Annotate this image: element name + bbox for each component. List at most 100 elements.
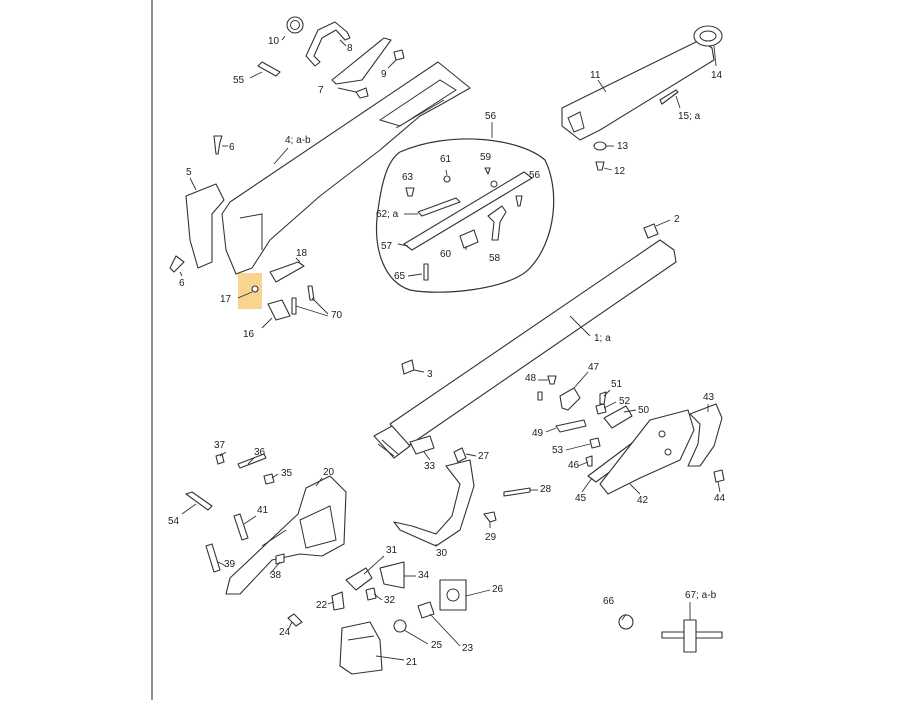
- label-55: 55: [233, 75, 245, 86]
- label-18: 18: [296, 248, 308, 259]
- part-42: [599, 409, 695, 495]
- part-47: [559, 371, 589, 411]
- part-25-ring: [393, 619, 407, 633]
- part-18: [269, 257, 305, 283]
- label-42: 42: [637, 495, 649, 506]
- label-46: 46: [568, 460, 580, 471]
- label-41: 41: [257, 505, 269, 516]
- island-outline: [375, 138, 555, 293]
- part-24: [287, 613, 303, 627]
- part-52: [595, 403, 607, 415]
- part-51: [599, 391, 607, 405]
- part-58: [487, 205, 507, 241]
- part-4-stock: [221, 61, 471, 275]
- label-34: 34: [418, 570, 430, 581]
- label-30: 30: [436, 548, 448, 559]
- part-27: [453, 447, 467, 463]
- label-58: 58: [489, 253, 501, 264]
- part-2: [643, 219, 671, 239]
- label-27: 27: [478, 451, 490, 462]
- part-32: [365, 587, 377, 601]
- part-62-plate: [404, 197, 461, 217]
- label-12: 12: [614, 166, 626, 177]
- label-15: 15; a: [678, 111, 701, 122]
- part-34: [379, 561, 405, 589]
- label-70: 70: [331, 310, 343, 321]
- part-3: [401, 359, 425, 375]
- label-43: 43: [703, 392, 715, 403]
- part-44: [713, 469, 725, 483]
- part-70-pins: [291, 285, 329, 317]
- part-49: [555, 419, 587, 433]
- part-15-pin: [659, 89, 681, 109]
- part-65: [407, 263, 429, 281]
- part-6-screw-upper: [213, 135, 228, 155]
- part-48: [537, 375, 557, 401]
- part-20-receiver: [225, 475, 347, 595]
- callout-labels: 10 8 9 7 55 4; a-b 6 5 6 18 17 16 70 56 …: [168, 36, 726, 668]
- label-1: 1; a: [594, 333, 611, 344]
- part-67-tool: [661, 619, 723, 653]
- part-53: [589, 437, 601, 449]
- part-6-screw-lower: [169, 255, 185, 277]
- part-46: [585, 455, 593, 467]
- part-17: [237, 285, 259, 299]
- label-9: 9: [381, 69, 387, 80]
- label-7: 7: [318, 85, 324, 96]
- part-13: [593, 141, 614, 151]
- label-66: 66: [603, 596, 615, 607]
- part-39: [205, 543, 221, 573]
- label-29: 29: [485, 532, 497, 543]
- part-35: [263, 473, 275, 485]
- label-63: 63: [402, 172, 414, 183]
- label-56-group: 56: [485, 111, 497, 122]
- part-9: [331, 37, 405, 85]
- part-16: [261, 299, 291, 329]
- part-63: [405, 187, 415, 197]
- label-39: 39: [224, 559, 236, 570]
- label-45: 45: [575, 493, 587, 504]
- part-66-ring: [618, 614, 634, 630]
- part-43-trigger: [687, 403, 723, 467]
- label-4: 4; a-b: [285, 135, 311, 146]
- part-30-triggerguard: [393, 459, 475, 547]
- label-36: 36: [254, 447, 266, 458]
- part-29: [483, 511, 497, 523]
- label-28: 28: [540, 484, 552, 495]
- label-51: 51: [611, 379, 623, 390]
- part-12: [595, 161, 613, 171]
- label-38: 38: [270, 570, 282, 581]
- part-61: [443, 169, 451, 183]
- label-10: 10: [268, 36, 280, 47]
- part-33: [409, 435, 435, 455]
- label-47: 47: [588, 362, 600, 373]
- label-21: 21: [406, 657, 418, 668]
- part-57-bar: [397, 171, 533, 251]
- label-53: 53: [552, 445, 564, 456]
- part-1-barrel: [373, 239, 677, 459]
- leader-lines: [181, 379, 721, 661]
- label-17: 17: [220, 294, 232, 305]
- label-26: 26: [492, 584, 504, 595]
- label-6-upper: 6: [229, 142, 235, 153]
- part-55: [249, 61, 281, 79]
- label-33: 33: [424, 461, 436, 472]
- label-3: 3: [427, 369, 433, 380]
- label-11: 11: [590, 70, 601, 81]
- label-35: 35: [281, 468, 293, 479]
- label-24: 24: [279, 627, 291, 638]
- label-14: 14: [711, 70, 723, 81]
- label-2: 2: [674, 214, 680, 225]
- part-26: [439, 579, 467, 611]
- label-59: 59: [480, 152, 492, 163]
- label-62: 62; a: [376, 209, 399, 220]
- label-49: 49: [532, 428, 544, 439]
- highlight-box: [238, 273, 262, 309]
- label-67: 67; a-b: [685, 590, 717, 601]
- label-52: 52: [619, 396, 631, 407]
- label-37: 37: [214, 440, 226, 451]
- label-32: 32: [384, 595, 396, 606]
- label-60: 60: [440, 249, 452, 260]
- label-44: 44: [714, 493, 726, 504]
- part-56-small: [515, 195, 523, 207]
